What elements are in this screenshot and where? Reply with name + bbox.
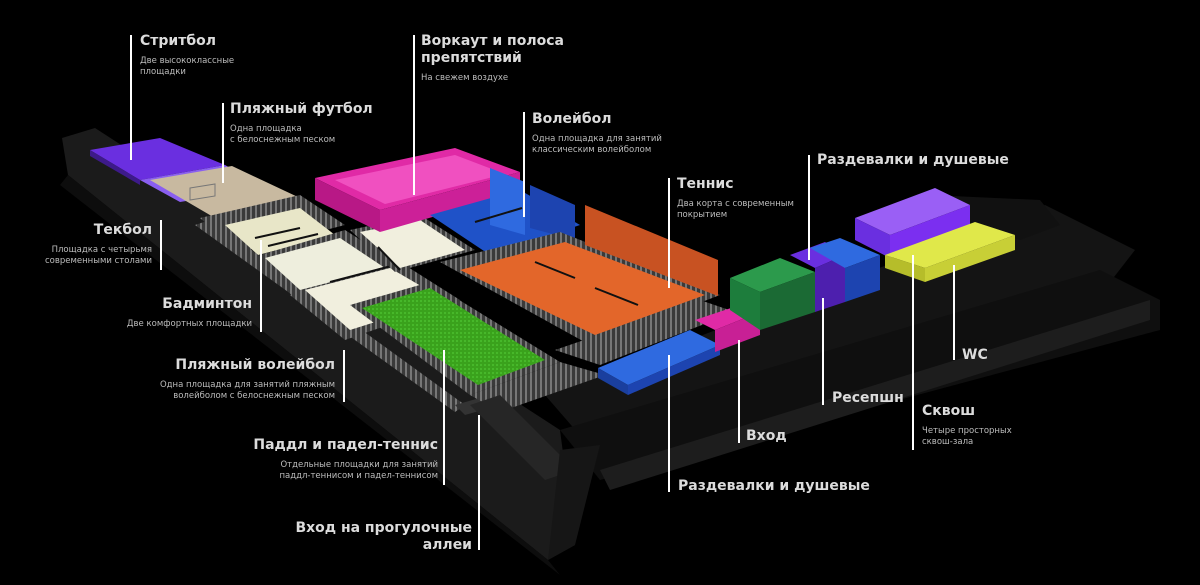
beach-volleyball-desc-2: волейболом с белоснежным песком — [173, 391, 335, 401]
label-badminton: Бадминтон Две комфортных площадки — [127, 296, 252, 330]
connector-buildings — [790, 238, 880, 312]
label-tekball: Текбол Площадка с четырьмя современными … — [45, 222, 152, 267]
workout-area — [315, 148, 520, 232]
leader-workout — [413, 35, 415, 195]
label-beach-volleyball: Пляжный волейбол Одна площадка для занят… — [160, 357, 335, 402]
squash-desc-1: Четыре просторных — [922, 426, 1012, 436]
label-padel: Паддл и падел-теннис Отдельные площадки … — [253, 437, 438, 482]
tennis-desc-2: покрытием — [677, 210, 728, 220]
reception-building — [730, 258, 815, 330]
beach-football-title: Пляжный футбол — [230, 101, 373, 117]
tennis-courts — [440, 205, 720, 345]
workout-title-2: препятствий — [421, 50, 522, 66]
workout-title-1: Воркаут и полоса — [421, 33, 564, 49]
leader-lockers-top — [808, 155, 810, 260]
label-workout: Воркаут и полоса препятствий На свежем в… — [421, 33, 564, 84]
padel-desc-1: Отдельные площадки для занятий — [280, 460, 438, 470]
label-squash: Сквош Четыре просторных сквош-зала — [922, 403, 1012, 448]
leader-beach-volleyball — [343, 350, 345, 402]
tekball-desc-2: современными столами — [44, 256, 152, 266]
streetball-title: Стритбол — [140, 33, 216, 49]
label-lockers-top: Раздевалки и душевые — [817, 152, 1009, 169]
tekball-title: Текбол — [93, 222, 152, 238]
entrance-title: Вход — [746, 428, 787, 444]
squash-desc-2: сквош-зала — [922, 437, 974, 447]
tennis-desc-1: Два корта с современным — [677, 199, 794, 209]
badminton-title: Бадминтон — [162, 296, 252, 312]
beach-volleyball-title: Пляжный волейбол — [175, 357, 335, 373]
leader-volleyball — [523, 112, 525, 217]
wc-title: WC — [962, 347, 988, 363]
label-entrance: Вход — [746, 428, 787, 445]
leader-squash — [912, 255, 914, 450]
wc-building — [885, 222, 1015, 282]
volleyball-desc-2: классическим волейболом — [532, 145, 652, 155]
leader-padel — [443, 350, 445, 485]
lockers-top-title: Раздевалки и душевые — [817, 152, 1009, 168]
label-tennis: Теннис Два корта с современным покрытием — [677, 176, 794, 221]
label-reception: Ресепшн — [832, 390, 904, 407]
label-volleyball: Волейбол Одна площадка для занятий класс… — [532, 111, 662, 156]
streetball-desc-2: площадки — [140, 67, 186, 77]
squash-title: Сквош — [922, 403, 976, 419]
leader-entrance — [738, 340, 740, 443]
volleyball-court — [430, 168, 580, 255]
entrance-building — [598, 330, 720, 395]
badminton-desc-1: Две комфортных площадки — [126, 319, 252, 329]
squash-building — [855, 188, 970, 258]
tekball-desc-1: Площадка с четырьмя — [51, 245, 152, 255]
beach-football-desc-2: с белоснежным песком — [230, 135, 336, 145]
leader-wc — [953, 265, 955, 360]
leader-tekball — [160, 220, 162, 270]
reception-title: Ресепшн — [832, 390, 904, 406]
ground-platform — [60, 128, 1160, 575]
walk-entrance-title-2: аллеи — [422, 537, 472, 553]
leader-beach-football — [222, 103, 224, 183]
tennis-title: Теннис — [677, 176, 734, 192]
beach-football-desc-1: Одна площадка — [230, 124, 302, 134]
walk-entrance-title-1: Вход на прогулочные — [295, 520, 472, 536]
streetball-desc-1: Две высококлассные — [140, 56, 235, 66]
padel-desc-2: паддл-теннисом и падел-теннисом — [279, 471, 438, 481]
leader-lockers-bottom — [668, 355, 670, 492]
label-walk-entrance: Вход на прогулочные аллеи — [295, 520, 472, 554]
volleyball-desc-1: Одна площадка для занятий — [532, 134, 662, 144]
leader-badminton — [260, 240, 262, 332]
leader-walk-entrance — [478, 415, 480, 550]
padel-title: Паддл и падел-теннис — [253, 437, 438, 453]
label-streetball: Стритбол Две высококлассные площадки — [140, 33, 234, 78]
label-beach-football: Пляжный футбол Одна площадка с белоснежн… — [230, 101, 373, 146]
workout-desc-1: На свежем воздухе — [421, 73, 509, 83]
volleyball-title: Волейбол — [532, 111, 612, 127]
tekball-area — [200, 195, 345, 255]
beach-volleyball-desc-1: Одна площадка для занятий пляжным — [159, 380, 335, 390]
lockers-bottom-title: Раздевалки и душевые — [678, 478, 870, 494]
leader-tennis — [668, 178, 670, 288]
beach-volleyball-court — [350, 282, 560, 395]
leader-streetball — [130, 35, 132, 160]
label-wc: WC — [962, 347, 988, 364]
leader-reception — [822, 298, 824, 405]
road — [470, 395, 600, 560]
label-lockers-bottom: Раздевалки и душевые — [678, 478, 870, 495]
